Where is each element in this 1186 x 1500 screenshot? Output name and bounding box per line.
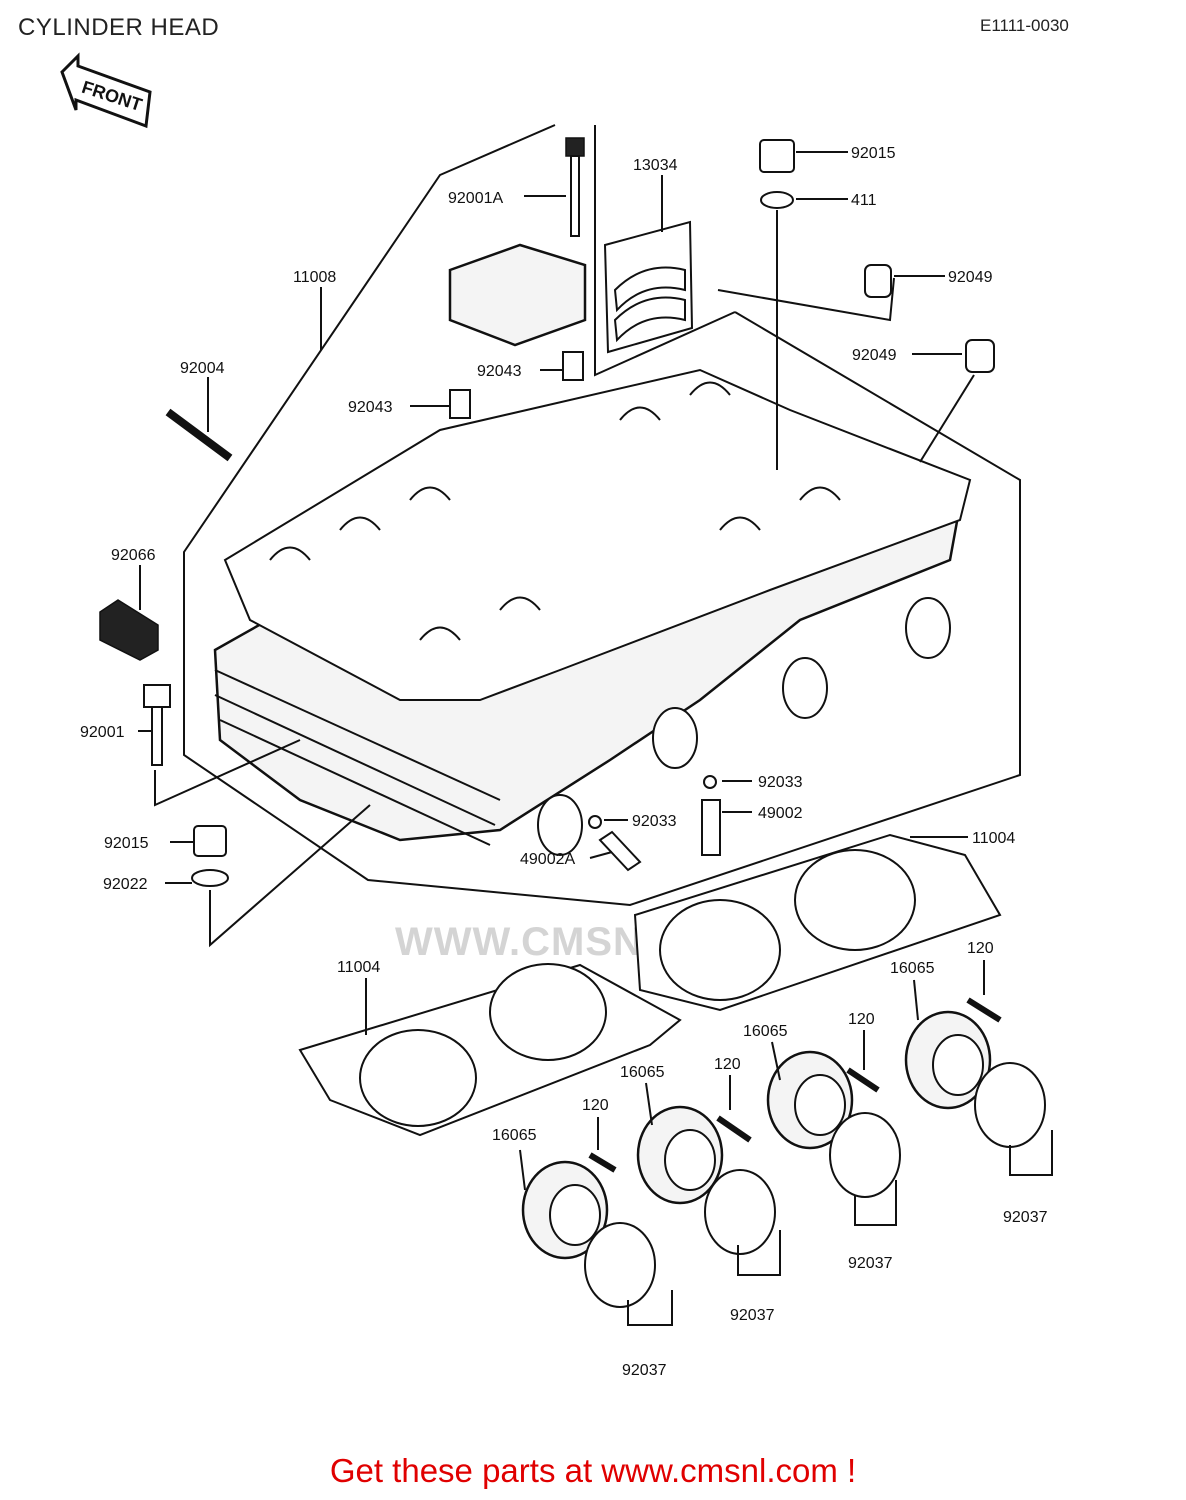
callout-16065-c: 16065 [620,1064,665,1081]
part-cam-cap [448,243,587,347]
leader-lines [138,151,1053,1326]
callout-16065-d: 16065 [492,1127,537,1144]
part-11004-gasket-left [298,963,682,1137]
part-120-screw-b [716,1115,752,1143]
part-92033-clip-b [588,815,602,829]
part-49002A-guide [598,830,642,872]
exploded-parts-diagram: FRONT [60,52,1053,1379]
callout-411: 411 [851,192,877,209]
part-92037-clamp-b [704,1169,776,1255]
footer-link-text[interactable]: Get these parts at www.cmsnl.com ! [329,1452,857,1489]
cylinder-head-body [213,368,972,856]
callout-92033-b: 92033 [632,813,677,830]
part-92037-clamp-a [584,1222,656,1308]
part-92037-clamp-d [974,1062,1046,1148]
assembly-outline [183,124,1021,907]
part-92022-washer [191,869,229,887]
part-92049-cap-a [864,264,892,298]
part-92033-clip-a [703,775,717,789]
callout-120-c: 120 [714,1056,741,1073]
callout-11008: 11008 [293,269,336,286]
callout-92004: 92004 [180,360,225,377]
part-92043-dowel-lower [449,389,471,419]
part-92001A-bolt [565,137,585,237]
callout-49002A: 49002A [520,851,575,868]
part-120-screw-c [846,1067,880,1093]
part-16065-holder-c [766,1050,854,1150]
callout-92066: 92066 [111,547,156,564]
callout-92037-a: 92037 [1003,1209,1048,1226]
diagram-title: CYLINDER HEAD [18,14,220,41]
part-92015-cap-nut-top [759,139,795,173]
part-92001-bolt [143,684,171,766]
callout-120-d: 120 [582,1097,609,1114]
cam-journals [269,381,841,641]
part-92004-stud [165,408,233,462]
part-92043-dowel-upper [562,351,584,381]
part-92049-cap-b [965,339,995,373]
callout-49002: 49002 [758,805,803,822]
part-16065-holder-b [636,1105,724,1205]
part-16065-holder-a [521,1160,609,1260]
callout-92001: 92001 [80,724,125,741]
callout-120-b: 120 [848,1011,875,1028]
cooling-fins [214,669,501,846]
callout-120-a: 120 [967,940,994,957]
front-arrow-icon: FRONT [60,52,152,129]
callout-92001A: 92001A [448,190,503,207]
intake-ports [537,597,951,856]
callout-92015-top: 92015 [851,145,896,162]
callout-13034: 13034 [633,157,678,174]
callout-11004-b: 11004 [337,959,380,976]
callout-92015-bottom: 92015 [104,835,149,852]
callout-92037-d: 92037 [622,1362,667,1379]
callout-16065-a: 16065 [890,960,935,977]
callout-92049-b: 92049 [852,347,897,364]
part-92066-rubber [99,599,159,661]
callout-92043-b: 92043 [348,399,393,416]
part-13034-bearing-box [603,220,694,354]
part-16065-holder-d [904,1010,992,1110]
callout-92033-a: 92033 [758,774,803,791]
callout-92037-c: 92037 [730,1307,775,1324]
callout-92037-b: 92037 [848,1255,893,1272]
drawing-code: E1111-0030 [980,16,1069,35]
part-120-screw-d [966,997,1002,1023]
part-120-screw-a [588,1152,617,1173]
callout-92022: 92022 [103,876,148,893]
part-49002-guide [701,799,721,856]
callout-labels: 13034 92015 411 92001A 92049 92049 11008… [80,145,1048,1379]
part-92015-cap-nut-bottom [193,825,227,857]
callout-16065-b: 16065 [743,1023,788,1040]
part-92037-clamp-c [829,1112,901,1198]
callout-92049-a: 92049 [948,269,993,286]
callout-92043-a: 92043 [477,363,522,380]
part-11004-gasket-right [633,833,1002,1012]
part-411-washer [760,191,794,209]
callout-11004-a: 11004 [972,830,1015,847]
